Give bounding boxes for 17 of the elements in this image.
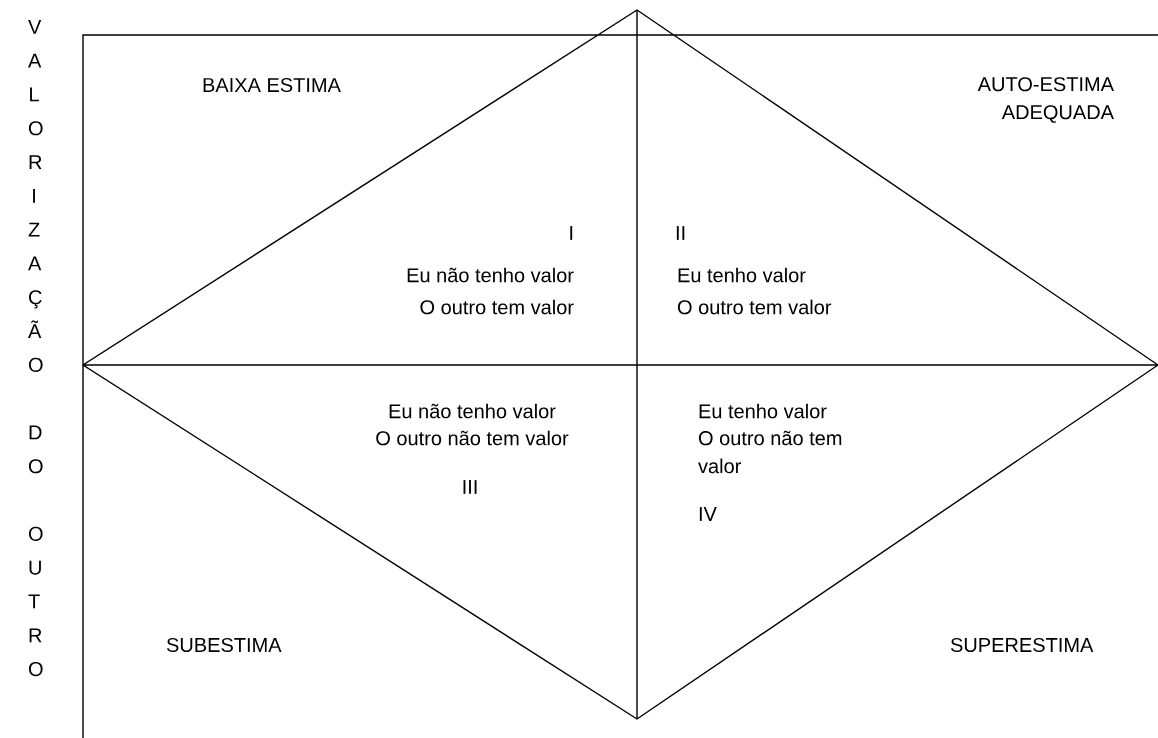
quadrant-title: AUTO-ESTIMA ADEQUADA — [977, 77, 1114, 123]
quadrant-number: IV — [699, 507, 717, 521]
quadrant-title: SUBESTIMA — [166, 637, 282, 653]
statement-text: O outro tem valor — [420, 299, 574, 315]
statement-text: O outro tem valor — [677, 299, 832, 315]
statement-text: Eu tenho valor — [678, 267, 806, 283]
quadrant-title: SUPERESTIMA — [950, 637, 1094, 653]
statement-text: Eu não tenho valor — [407, 267, 574, 283]
quadrant-number: I — [570, 226, 573, 240]
statement-text: O outro não tem valor — [698, 430, 842, 474]
statement-text: Eu não tenho valor — [389, 403, 556, 419]
statement-text: Eu tenho valor — [699, 403, 827, 419]
statement-text: O outro não tem valor — [376, 430, 569, 446]
quadrant-title: BAIXA ESTIMA — [203, 77, 341, 93]
axis-label: VALORIZAÇÃO DO OUTRO — [28, 20, 43, 677]
quadrant-number: II — [676, 226, 685, 240]
quadrant-number: III — [463, 480, 477, 494]
